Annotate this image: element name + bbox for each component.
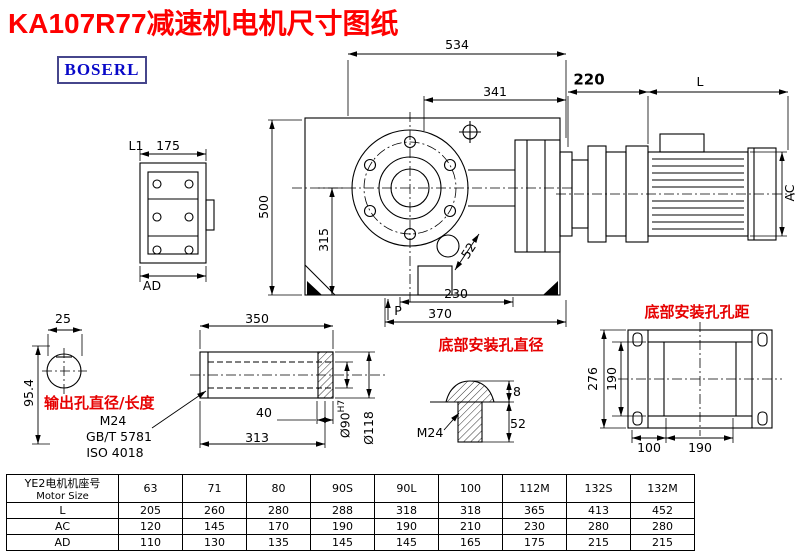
dim-25: 25 bbox=[55, 310, 71, 326]
table-cell: 165 bbox=[438, 534, 503, 551]
table-cell: 413 bbox=[566, 502, 631, 519]
dim-95-4: 95.4 bbox=[20, 379, 36, 407]
dim-315: 315 bbox=[315, 228, 331, 252]
view-outlines bbox=[46, 117, 777, 443]
table-cell: 210 bbox=[438, 518, 503, 535]
dim-220: 220 bbox=[573, 70, 605, 89]
table-cell: 288 bbox=[310, 502, 375, 519]
table-cell: 205 bbox=[118, 502, 183, 519]
dim-52-hole: 52 bbox=[510, 415, 526, 431]
dim-motor-length: L bbox=[696, 73, 704, 89]
bottom-hole-note: 底部安装孔直径 bbox=[438, 336, 544, 355]
table-header-cn: YE2电机机座号 bbox=[24, 477, 101, 490]
table-cell: 110 bbox=[118, 534, 183, 551]
table-cell: 120 bbox=[118, 518, 183, 535]
table-size-header: 90L bbox=[374, 474, 439, 503]
table-cell: 190 bbox=[310, 518, 375, 535]
dim-370: 370 bbox=[428, 305, 452, 321]
table-cell: 215 bbox=[630, 534, 695, 551]
table-row-label: L bbox=[6, 502, 119, 519]
dim-bore-diameter: Ø90H7 bbox=[337, 399, 353, 439]
dim-500: 500 bbox=[255, 195, 271, 219]
dim-190-horizontal: 190 bbox=[688, 439, 712, 455]
table-cell: 130 bbox=[182, 534, 247, 551]
bottom-hole-thread-m24: M24 bbox=[416, 424, 444, 440]
dim-8: 8 bbox=[513, 383, 521, 399]
table-cell: 170 bbox=[246, 518, 311, 535]
centerlines bbox=[42, 112, 795, 436]
table-cell: 145 bbox=[310, 534, 375, 551]
dim-40: 40 bbox=[256, 404, 272, 420]
dim-ad: AD bbox=[142, 277, 162, 293]
motor-size-table: YE2电机机座号 Motor Size 63 71 80 90S 90L 100… bbox=[6, 474, 695, 551]
dim-175: 175 bbox=[156, 137, 180, 153]
table-size-header: 132M bbox=[630, 474, 695, 503]
dim-276: 276 bbox=[584, 367, 600, 391]
table-row-AC: AC 120 145 170 190 190 210 230 280 280 bbox=[6, 518, 695, 535]
table-row-label: AD bbox=[6, 534, 119, 551]
dim-l1: L1 bbox=[128, 137, 144, 153]
table-size-header: 132S bbox=[566, 474, 631, 503]
brand-logo: BOSERL bbox=[57, 56, 147, 84]
dim-350: 350 bbox=[245, 310, 269, 326]
table-size-header: 71 bbox=[182, 474, 247, 503]
table-cell: 230 bbox=[502, 518, 567, 535]
table-header-row: YE2电机机座号 Motor Size 63 71 80 90S 90L 100… bbox=[6, 474, 695, 503]
dim-p: P bbox=[394, 302, 402, 318]
table-cell: 190 bbox=[374, 518, 439, 535]
output-bore-note: 输出孔直径/长度 bbox=[44, 394, 155, 412]
dim-100: 100 bbox=[637, 439, 661, 455]
section-marks bbox=[307, 281, 558, 295]
table-cell: 452 bbox=[630, 502, 695, 519]
table-row-L: L 205 260 280 288 318 318 365 413 452 bbox=[6, 502, 695, 519]
table-cell: 215 bbox=[566, 534, 631, 551]
table-cell: 280 bbox=[246, 502, 311, 519]
dim-341: 341 bbox=[483, 83, 507, 99]
table-cell: 318 bbox=[438, 502, 503, 519]
dim-bore-tolerance: H7 bbox=[337, 399, 348, 413]
output-thread-m24: M24 bbox=[99, 412, 127, 428]
table-size-header: 63 bbox=[118, 474, 183, 503]
dimension-lines bbox=[35, 51, 788, 447]
dim-190-vertical: 190 bbox=[603, 367, 619, 391]
table-row-AD: AD 110 130 135 145 145 165 175 215 215 bbox=[6, 534, 695, 551]
table-size-header: 112M bbox=[502, 474, 567, 503]
table-cell: 260 bbox=[182, 502, 247, 519]
page-title: KA107R77减速机电机尺寸图纸 bbox=[8, 8, 399, 39]
dim-534: 534 bbox=[445, 36, 469, 52]
dim-bore-base: Ø90 bbox=[337, 412, 353, 439]
hidden-lines bbox=[208, 361, 333, 389]
dim-ac: AC bbox=[781, 184, 797, 202]
dim-230: 230 bbox=[444, 285, 468, 301]
table-size-header: 90S bbox=[310, 474, 375, 503]
table-size-header: 100 bbox=[438, 474, 503, 503]
table-cell: 175 bbox=[502, 534, 567, 551]
standard-gb5781: GB/T 5781 bbox=[86, 428, 152, 444]
table-cell: 365 bbox=[502, 502, 567, 519]
table-cell: 145 bbox=[182, 518, 247, 535]
table-cell: 135 bbox=[246, 534, 311, 551]
table-row-label: AC bbox=[6, 518, 119, 535]
table-cell: 318 bbox=[374, 502, 439, 519]
dim-313: 313 bbox=[245, 429, 269, 445]
table-header-en: Motor Size bbox=[36, 491, 89, 502]
table-header-motor-size: YE2电机机座号 Motor Size bbox=[6, 474, 119, 503]
table-cell: 280 bbox=[566, 518, 631, 535]
standard-iso4018: ISO 4018 bbox=[86, 444, 144, 460]
bottom-view-note: 底部安装孔孔距 bbox=[644, 303, 750, 322]
table-cell: 145 bbox=[374, 534, 439, 551]
table-cell: 280 bbox=[630, 518, 695, 535]
dim-118-diameter: Ø118 bbox=[360, 411, 376, 445]
table-size-header: 80 bbox=[246, 474, 311, 503]
